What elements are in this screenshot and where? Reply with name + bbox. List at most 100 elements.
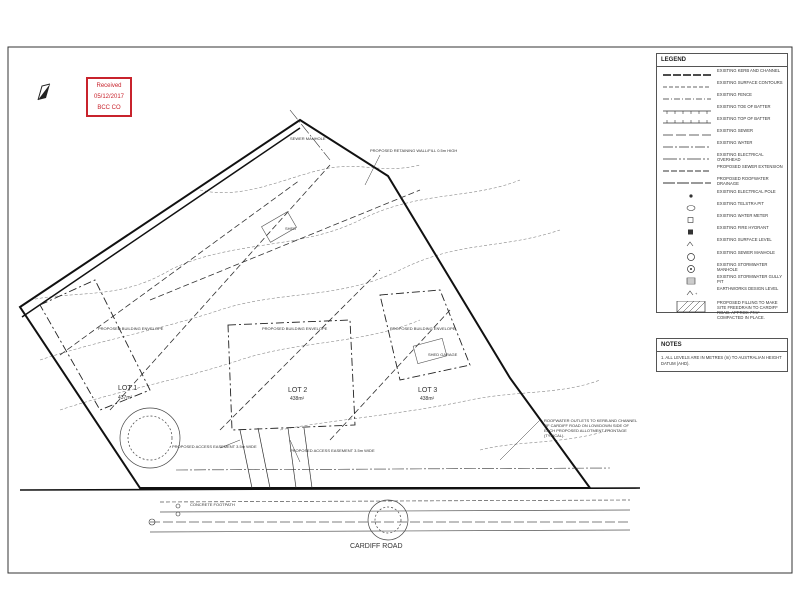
legend-symbol-icon	[661, 114, 713, 126]
roofwater-note: ROOFWATER OUTLETS TO KERB AND CHANNEL OF…	[544, 418, 637, 438]
lot2-envelope-label: PROPOSED BUILDING ENVELOPE	[262, 326, 328, 331]
lot-boundaries	[59, 164, 451, 441]
legend-title: LEGEND	[657, 54, 787, 67]
legend-item-label: EXISTING FENCE	[717, 92, 752, 97]
footpath-label: CONCRETE FOOTPATH	[190, 502, 235, 507]
legend-symbol-icon	[661, 199, 713, 211]
lot3-area: 438m²	[420, 396, 435, 402]
plan-labels: LOT 1 437m² LOT 2 438m² LOT 3 438m² PROP…	[98, 136, 458, 550]
legend-symbol-icon	[661, 235, 713, 247]
site-boundary	[18, 118, 592, 489]
legend-item-label: EXISTING FIRE HYDRANT	[717, 225, 769, 230]
shed-label: SHED	[285, 226, 296, 231]
surface-contours	[29, 164, 611, 451]
legend-item-label: EXISTING WATER METER	[717, 213, 769, 218]
existing-garage	[412, 338, 448, 364]
legend-symbol-icon	[661, 248, 713, 261]
existing-shed	[261, 211, 297, 243]
legend-item-label: EARTHWORKS DESIGN LEVEL	[717, 286, 779, 291]
notes-panel: NOTES 1. ALL LEVELS ARE IN METRES (m) TO…	[656, 338, 788, 372]
existing-fence	[21, 127, 301, 318]
legend-symbol-icon	[661, 272, 713, 285]
legend-symbol-icon	[661, 187, 713, 199]
garage-label: SHED GARAGE	[428, 352, 458, 357]
legend-symbol-icon	[661, 102, 713, 114]
lot1-area: 437m²	[118, 395, 133, 401]
retaining-wall-label: PROPOSED RETAINING WALL/FILL 0.5m HIGH	[370, 148, 457, 153]
legend-item: EXISTING ELECTRICAL OVERHEAD	[657, 150, 787, 162]
stamp-line-1: Received	[96, 83, 122, 90]
legend-item-label: EXISTING WATER	[717, 140, 753, 145]
lot3-envelope-label: PROPOSED BUILDING ENVELOPE	[390, 326, 456, 331]
legend-symbol-icon	[661, 162, 713, 174]
road-name-label: CARDIFF ROAD	[350, 543, 403, 550]
legend-item-label: EXISTING SEWER	[717, 128, 754, 133]
lot3-name: LOT 3	[418, 387, 437, 394]
legend-symbol-icon	[661, 150, 713, 162]
legend-item: EXISTING ELECTRICAL POLE	[657, 187, 787, 199]
legend-item: + EARTHWORKS DESIGN LEVEL	[657, 284, 787, 296]
legend-item-label: EXISTING KERB AND CHANNEL	[717, 68, 781, 73]
legend-item: EXISTING FIRE HYDRANT	[657, 223, 787, 235]
stamp-line-2: 05/12/2017	[93, 93, 125, 100]
north-arrow-icon	[37, 83, 51, 101]
legend-item-label: EXISTING STORMWATER GULLY PIT	[717, 274, 782, 284]
legend-panel: LEGEND EXISTING KERB AND CHANNEL EXISTING…	[656, 53, 788, 320]
legend-item-label: PROPOSED SEWER EXTENSION	[717, 164, 783, 169]
legend-symbol-icon	[661, 298, 713, 313]
legend-item-label: EXISTING SURFACE CONTOURS	[717, 80, 783, 85]
svg-text:+: +	[695, 291, 698, 296]
legend-item: PROPOSED SEWER EXTENSION	[657, 162, 787, 174]
legend-item: PROPOSED ROOFWATER DRAINAGE	[657, 174, 787, 186]
road-line	[159, 509, 631, 513]
building-envelopes	[39, 279, 471, 431]
legend-symbol-icon: +	[661, 284, 713, 296]
sheet-border	[7, 46, 793, 574]
legend-symbol-icon	[661, 66, 713, 78]
lot1-name: LOT 1	[118, 385, 137, 392]
easement-label-1: PROPOSED ACCESS EASEMENT 3.5m WIDE	[172, 444, 257, 449]
legend-symbol-icon	[661, 78, 713, 90]
legend-item: EXISTING SEWER	[657, 126, 787, 138]
legend-symbol-icon	[661, 90, 713, 102]
sewer-manhole-label: SEWER MANHOLE	[290, 136, 326, 141]
legend-item: EXISTING SURFACE LEVEL	[657, 235, 787, 247]
lot1-envelope-label: PROPOSED BUILDING ENVELOPE	[98, 326, 164, 331]
legend-symbol-icon	[661, 126, 713, 138]
legend-item: EXISTING TELSTRA PIT	[657, 199, 787, 211]
legend-item-label: PROPOSED ROOFWATER DRAINAGE	[717, 176, 769, 186]
legend-symbol-icon	[661, 211, 713, 223]
legend-symbol-icon	[661, 223, 713, 235]
road-line	[149, 529, 631, 533]
existing-kerb-and-channel	[19, 487, 641, 491]
legend-item-label: EXISTING SEWER MANHOLE	[717, 250, 775, 255]
legend-item: EXISTING KERB AND CHANNEL	[657, 66, 787, 78]
services-lines	[175, 109, 611, 471]
legend-symbol-icon	[661, 138, 713, 150]
legend-item: EXISTING TOP OF BATTER	[657, 114, 787, 126]
legend-symbol-icon	[661, 260, 713, 273]
legend-item: EXISTING WATER METER	[657, 211, 787, 223]
legend-item: EXISTING FENCE	[657, 90, 787, 102]
legend-item-label: PROPOSED FILLING TO MAKE SITE FREEDRAIN …	[717, 300, 778, 320]
leader-lines	[219, 154, 541, 463]
road-line	[159, 499, 631, 503]
notes-title: NOTES	[657, 339, 787, 352]
legend-item-label: EXISTING SURFACE LEVEL	[717, 237, 772, 242]
lot2-area: 438m²	[290, 396, 305, 402]
easement-label-2: PROPOSED ACCESS EASEMENT 3.5m WIDE	[290, 448, 375, 453]
stamp-line-3: BCC CO	[97, 104, 121, 111]
received-stamp: Received 05/12/2017 BCC CO	[86, 77, 132, 117]
tree-icon	[367, 499, 409, 541]
legend-item: EXISTING TOE OF BATTER	[657, 102, 787, 114]
legend-item: EXISTING SURFACE CONTOURS	[657, 78, 787, 90]
legend-item: EXISTING STORMWATER GULLY PIT	[657, 272, 787, 285]
tree-icon	[119, 407, 181, 469]
legend-item-label: EXISTING TOP OF BATTER	[717, 116, 771, 121]
legend-symbol-icon	[661, 174, 713, 186]
legend-item: PROPOSED FILLING TO MAKE SITE FREEDRAIN …	[657, 298, 787, 320]
legend-item: EXISTING WATER	[657, 138, 787, 150]
legend-item: EXISTING SEWER MANHOLE	[657, 248, 787, 261]
